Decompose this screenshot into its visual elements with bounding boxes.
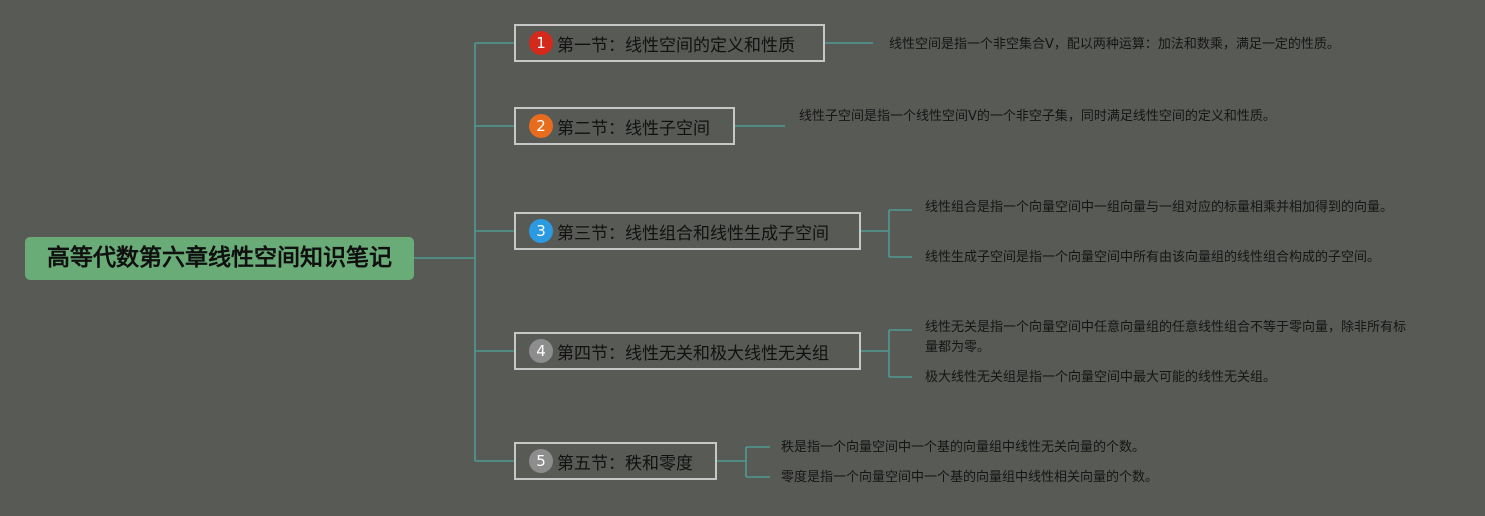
section-5-topic[interactable]: 5 第五节：秩和零度 bbox=[514, 442, 717, 480]
badge-2: 2 bbox=[529, 114, 553, 138]
section-4-title: 第四节：线性无关和极大线性无关组 bbox=[557, 343, 829, 364]
section-2-note-1[interactable]: 线性子空间是指一个线性空间V的一个非空子集，同时满足线性空间的定义和性质。 bbox=[799, 109, 1276, 124]
badge-5: 5 bbox=[529, 449, 553, 473]
badge-4: 4 bbox=[529, 339, 553, 363]
section-3-topic[interactable]: 3 第三节：线性组合和线性生成子空间 bbox=[514, 212, 861, 250]
section-2-topic[interactable]: 2 第二节：线性子空间 bbox=[514, 107, 735, 145]
section-4-note-1[interactable]: 线性无关是指一个向量空间中任意向量组的任意线性组合不等于零向量，除非所有标量都为… bbox=[925, 320, 1407, 355]
section-5-note-1[interactable]: 秩是指一个向量空间中一个基的向量组中线性无关向量的个数。 bbox=[781, 440, 1146, 455]
section-2-title: 第二节：线性子空间 bbox=[557, 118, 710, 139]
badge-3: 3 bbox=[529, 219, 553, 243]
section-5-note-2[interactable]: 零度是指一个向量空间中一个基的向量组中线性相关向量的个数。 bbox=[781, 470, 1159, 485]
section-1-topic[interactable]: 1 第一节：线性空间的定义和性质 bbox=[514, 24, 825, 62]
section-4-note-2[interactable]: 极大线性无关组是指一个向量空间中最大可能的线性无关组。 bbox=[925, 370, 1277, 385]
root-topic[interactable]: 高等代数第六章线性空间知识笔记 bbox=[25, 237, 414, 280]
section-3-note-1[interactable]: 线性组合是指一个向量空间中一组向量与一组对应的标量相乘并相加得到的向量。 bbox=[925, 200, 1394, 215]
section-3-title: 第三节：线性组合和线性生成子空间 bbox=[557, 223, 829, 244]
section-1-note-1[interactable]: 线性空间是指一个非空集合V，配以两种运算：加法和数乘，满足一定的性质。 bbox=[889, 37, 1340, 52]
section-1-title: 第一节：线性空间的定义和性质 bbox=[557, 35, 795, 56]
section-4-topic[interactable]: 4 第四节：线性无关和极大线性无关组 bbox=[514, 332, 861, 370]
section-5-title: 第五节：秩和零度 bbox=[557, 453, 693, 474]
badge-1: 1 bbox=[529, 31, 553, 55]
section-3-note-2[interactable]: 线性生成子空间是指一个向量空间中所有由该向量组的线性组合构成的子空间。 bbox=[925, 250, 1381, 265]
